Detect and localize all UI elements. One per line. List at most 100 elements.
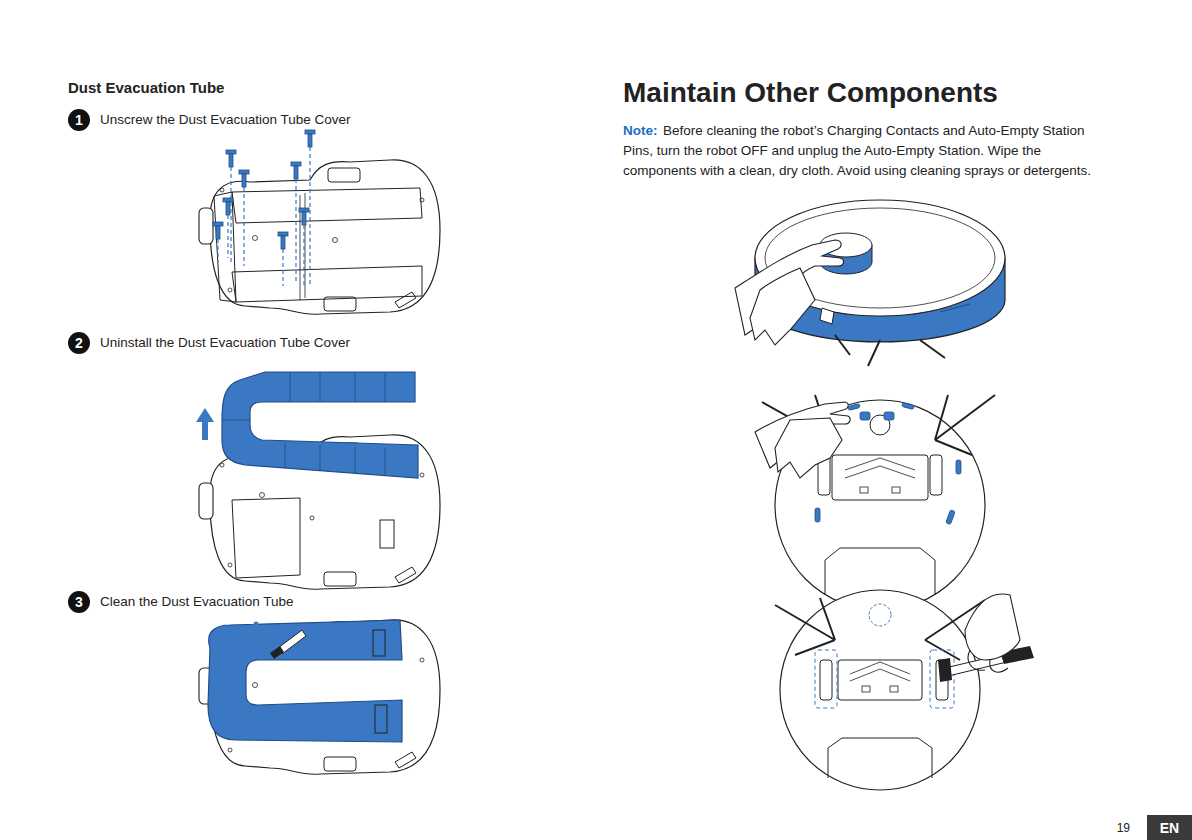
charging-contact: [848, 404, 861, 411]
charging-contact: [946, 510, 955, 525]
robot-body: [820, 308, 834, 324]
screw-path: [230, 167, 231, 262]
hand-with-brush: [938, 658, 952, 682]
charging-contact: [956, 460, 961, 474]
robot-bottom: [832, 455, 928, 500]
charging-contact: [860, 412, 870, 420]
dust-evacuation-tube: [208, 620, 402, 742]
screw-icon: [213, 222, 223, 239]
hand-with-cloth: [775, 418, 842, 478]
node-text: EN: [1160, 821, 1179, 835]
lift-arrow: [196, 408, 214, 440]
hand-with-brush: [938, 594, 1034, 682]
cleaning-brush: [270, 646, 284, 659]
robot-housing: [199, 160, 440, 314]
step-caption: Unscrew the Dust Evacuation Tube Cover: [100, 111, 480, 129]
hand-with-brush: [968, 650, 1008, 672]
robot-bottom: [930, 455, 942, 495]
screw-icon: [213, 130, 315, 249]
node-text: 3: [75, 595, 83, 609]
hand-with-brush: [965, 594, 1020, 660]
screw-icon: [299, 208, 309, 225]
hand-with-cloth: [735, 240, 844, 345]
hand-with-cloth: [750, 268, 815, 345]
robot-bottom: [828, 738, 932, 778]
robot-housing: [232, 266, 422, 302]
robot-housing: [199, 160, 440, 314]
robot-housing: [260, 493, 265, 498]
wheel-area: [815, 650, 837, 708]
wheel-area: [815, 650, 954, 708]
screw-path: [282, 249, 283, 286]
dust-evacuation-tube: [208, 620, 402, 742]
dust-evacuation-tube: [375, 705, 387, 733]
screw-icon: [223, 198, 233, 215]
cleaning-brush: [248, 638, 252, 642]
robot-bottom: [890, 686, 898, 692]
robot-bottom: [762, 395, 995, 610]
wheel-area: [820, 660, 832, 700]
robot-body: [940, 304, 970, 312]
robot-body: [835, 335, 945, 366]
screw-path: [217, 239, 218, 262]
note-text: Before cleaning the robot’s Charging Con…: [623, 121, 1118, 181]
step-number: 3: [68, 591, 90, 613]
dust-evacuation-tube: [223, 373, 385, 476]
dust-evacuation-tube: [373, 630, 385, 656]
robot-bottom: [775, 598, 835, 655]
robot-housing: [310, 516, 314, 520]
robot-bottom: [892, 487, 900, 493]
screw-icon: [239, 170, 249, 187]
dust-evacuation-tube: [222, 372, 418, 478]
robot-housing: [253, 683, 258, 688]
robot-housing: [214, 192, 236, 302]
cleaning-brush: [267, 643, 270, 646]
robot-bottom: [869, 604, 891, 626]
cleaning-brush: [248, 622, 306, 660]
robot-bottom: [860, 487, 868, 493]
screw-path: [303, 225, 304, 286]
step-number: 1: [68, 109, 90, 131]
dust-evacuation-tube: [222, 372, 418, 478]
robot-bottom: [780, 590, 980, 790]
robot-bottom: [845, 458, 915, 478]
robot-bottom: [775, 590, 985, 790]
step-caption: Uninstall the Dust Evacuation Tube Cover: [100, 334, 480, 352]
screw-path: [227, 215, 228, 258]
robot-housing: [232, 498, 300, 578]
robot-housing: [199, 620, 440, 774]
robot-bottom: [825, 548, 935, 595]
screw-path: [218, 147, 310, 286]
robot-bottom: [935, 395, 995, 455]
language-tab: EN: [1147, 815, 1192, 840]
robot-bottom: [838, 660, 922, 700]
robot-bottom: [862, 686, 870, 692]
step-number: 2: [68, 332, 90, 354]
charging-contact: [884, 412, 894, 420]
step-caption: Clean the Dust Evacuation Tube: [100, 593, 480, 611]
robot-bottom: [850, 662, 910, 681]
cleaning-brush: [254, 622, 259, 627]
screw-icon: [291, 162, 301, 179]
node-text: 1: [75, 113, 83, 127]
robot-housing: [253, 236, 258, 241]
wheel-area: [930, 650, 954, 708]
screw-icon: [226, 150, 236, 167]
charging-contact: [815, 508, 820, 522]
screw-path: [243, 187, 244, 266]
node-text: 2: [75, 336, 83, 350]
screw-path: [295, 179, 296, 282]
robot-housing: [199, 620, 440, 774]
robot-housing: [232, 188, 422, 223]
page-title: Maintain Other Components: [623, 76, 998, 110]
screw-icon: [305, 130, 315, 147]
section-heading: Dust Evacuation Tube: [68, 79, 368, 97]
screw-path: [309, 147, 310, 286]
robot-housing: [380, 520, 394, 548]
page-number: 19: [1100, 820, 1130, 836]
screw-icon: [278, 232, 288, 249]
cleaning-brush: [260, 632, 264, 636]
robot-bottom: [775, 400, 985, 610]
hand-with-cloth: [755, 402, 850, 478]
